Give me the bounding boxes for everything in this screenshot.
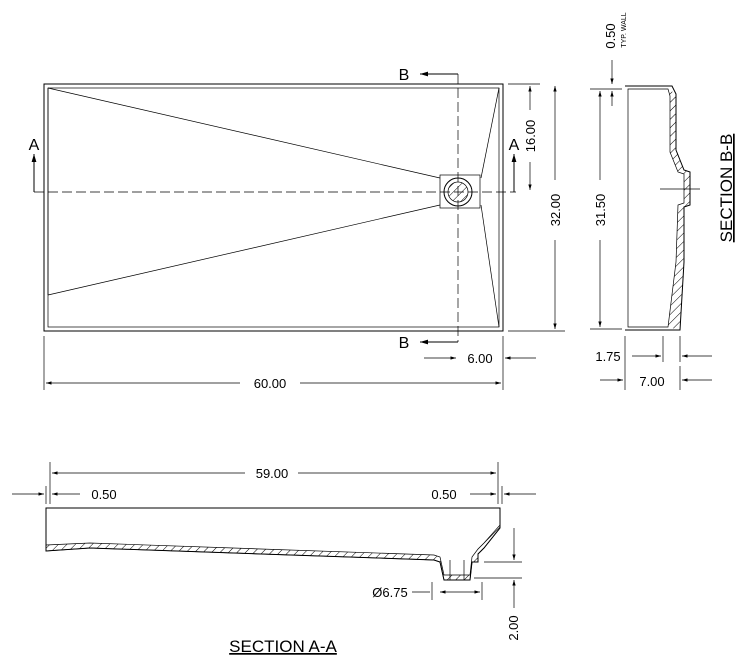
drain-housing [439, 174, 481, 209]
slope-line [480, 204, 500, 328]
section-aa-view: 59.00 0.50 0.50 Ø6.75 2.00 SECTION A-A [12, 462, 536, 656]
cut-label-b-bottom: B [399, 335, 410, 352]
dim-drain-diameter: Ø6.75 [372, 585, 407, 600]
dim-plan-width: 60.00 [254, 376, 287, 391]
dim-wall-thickness: 0.50 [603, 23, 618, 48]
dim-lip-width: 1.75 [595, 349, 620, 364]
cut-label-b-top: B [399, 67, 410, 84]
pan-outline [43, 83, 504, 332]
dim-left-wall: 0.50 [91, 487, 116, 502]
wall-note: TYP. WALL [621, 12, 628, 48]
slope-line [47, 204, 441, 296]
slope-line [480, 87, 500, 179]
section-bb-view: 31.50 0.50 TYP. WALL 1.75 7.00 SECTION B… [590, 12, 736, 390]
dim-plan-height: 32.00 [548, 194, 563, 227]
section-aa-title: SECTION A-A [229, 637, 337, 656]
section-aa-hatch [45, 524, 501, 581]
plan-view: A A B B 60.00 6.00 16.00 32.00 [29, 67, 565, 391]
dim-section-bb-height: 31.50 [593, 194, 608, 227]
pan-inner-rim [47, 87, 500, 328]
section-bb-title: SECTION B-B [717, 134, 736, 243]
slope-line [47, 87, 441, 179]
section-bb-hatch [668, 89, 690, 330]
cut-label-a-right: A [509, 137, 520, 154]
cut-label-a-left: A [29, 137, 40, 154]
dim-section-aa-length: 59.00 [256, 466, 289, 481]
dim-drain-depth: 2.00 [506, 615, 521, 640]
dim-right-wall: 0.50 [431, 487, 456, 502]
dim-drain-offset-x: 6.00 [467, 351, 492, 366]
dim-section-bb-depth: 7.00 [639, 374, 664, 389]
dim-drain-offset-y: 16.00 [523, 120, 538, 153]
